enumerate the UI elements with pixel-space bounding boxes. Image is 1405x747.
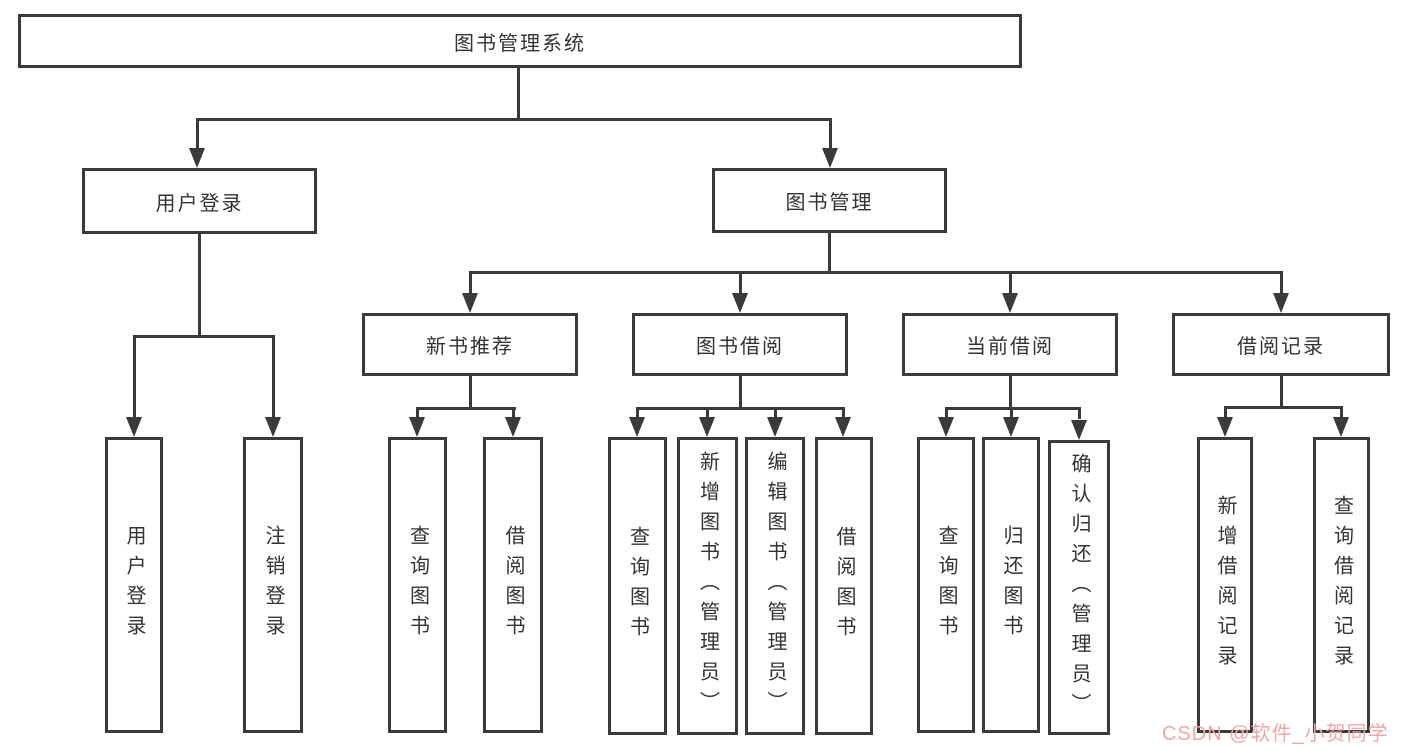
connector-line [706,407,709,419]
arrow-down [189,148,205,168]
leaf-user-login-label: 用户登录 [123,525,145,645]
connector-line [842,407,845,419]
leaf-logout-label: 注销登录 [262,525,284,645]
connector-line [196,118,199,150]
connector-line [774,407,777,419]
leaf-query-books-current-label: 查询图书 [935,525,957,645]
leaf-return-books: 归还图书 [982,437,1040,733]
arrow-down [1002,293,1018,313]
connector-line [272,335,275,419]
connector-line [739,375,742,409]
node-new-book-recommend-label: 新书推荐 [426,336,514,358]
connector-line [1280,375,1283,409]
arrow-down [629,417,645,437]
leaf-query-borrow-record-label: 查询借阅记录 [1330,495,1353,675]
connector-line [828,232,831,273]
node-current-borrowing-label: 当前借阅 [966,336,1054,358]
leaf-logout: 注销登录 [243,437,303,733]
arrow-down [699,417,715,437]
arrow-down [732,293,748,313]
leaf-confirm-return-admin: 确认归还（管理员） [1048,440,1110,735]
arrow-down [1333,417,1349,437]
arrow-down [1071,420,1087,440]
connector-line [416,407,516,410]
leaf-borrow-books: 借阅图书 [815,437,873,735]
node-root: 图书管理系统 [18,14,1022,68]
connector-line [469,375,472,409]
node-book-management-label: 图书管理 [785,192,874,214]
arrow-down [462,293,478,313]
connector-line [739,271,742,295]
leaf-confirm-return-admin-label: 确认归还（管理员） [1068,452,1090,723]
node-user-login-label: 用户登录 [155,192,244,215]
connector-line [1009,271,1012,295]
arrow-down [835,417,851,437]
arrow-down [126,417,142,437]
connector-line [133,335,275,338]
leaf-add-borrow-record: 新增借阅记录 [1197,437,1253,733]
leaf-edit-books-admin: 编辑图书（管理员） [745,437,805,735]
connector-line [829,118,832,150]
leaf-borrow-books-label: 借阅图书 [833,526,855,646]
leaf-query-books-borrow: 查询图书 [608,437,667,735]
leaf-query-books-recommend-label: 查询图书 [406,525,429,645]
connector-line [1009,375,1012,409]
arrow-down [409,417,425,437]
connector-line [945,407,948,419]
leaf-add-borrow-record-label: 新增借阅记录 [1214,495,1236,675]
node-book-management: 图书管理 [712,168,947,233]
arrow-down [1217,417,1233,437]
csdn-watermark: CSDN @软件_小贺同学 [1162,723,1389,745]
node-new-book-recommend: 新书推荐 [362,313,578,376]
connector-line [469,271,472,295]
connector-line [198,233,201,336]
leaf-query-books-borrow-label: 查询图书 [626,526,649,646]
node-current-borrowing: 当前借阅 [902,313,1118,376]
connector-line [469,271,1283,274]
connector-line [196,118,832,121]
leaf-edit-books-admin-label: 编辑图书（管理员） [764,451,786,721]
node-user-login: 用户登录 [82,168,317,234]
node-book-borrowing: 图书借阅 [632,313,848,376]
connector-line [636,407,639,419]
leaf-query-borrow-record: 查询借阅记录 [1313,437,1370,733]
leaf-user-login: 用户登录 [105,437,163,733]
connector-line [1078,407,1081,419]
connector-line [1010,407,1013,419]
connector-line [1280,271,1283,295]
arrow-down [1003,417,1019,437]
connector-line [945,407,1081,410]
node-book-borrowing-label: 图书借阅 [696,336,784,358]
leaf-borrow-books-recommend: 借阅图书 [483,437,543,733]
leaf-query-books-current: 查询图书 [917,437,975,733]
node-borrow-records: 借阅记录 [1172,313,1390,376]
connector-line [1224,406,1343,409]
arrow-down [265,417,281,437]
leaf-add-books-admin-label: 新增图书（管理员） [696,451,719,721]
leaf-borrow-books-recommend-label: 借阅图书 [502,525,524,645]
leaf-return-books-label: 归还图书 [1000,525,1022,645]
arrow-down [938,417,954,437]
leaf-add-books-admin: 新增图书（管理员） [677,437,738,735]
node-borrow-records-label: 借阅记录 [1237,336,1325,358]
node-root-label: 图书管理系统 [454,32,586,55]
connector-line [636,407,845,410]
connector-line [133,335,136,419]
arrow-down [1273,293,1289,313]
connector-line [1224,406,1227,419]
connector-line [517,66,520,120]
leaf-query-books-recommend: 查询图书 [388,437,447,733]
arrow-down [767,417,783,437]
connector-line [512,407,515,419]
arrow-down [505,417,521,437]
connector-line [416,407,419,419]
connector-line [1340,406,1343,419]
arrow-down [822,148,838,168]
